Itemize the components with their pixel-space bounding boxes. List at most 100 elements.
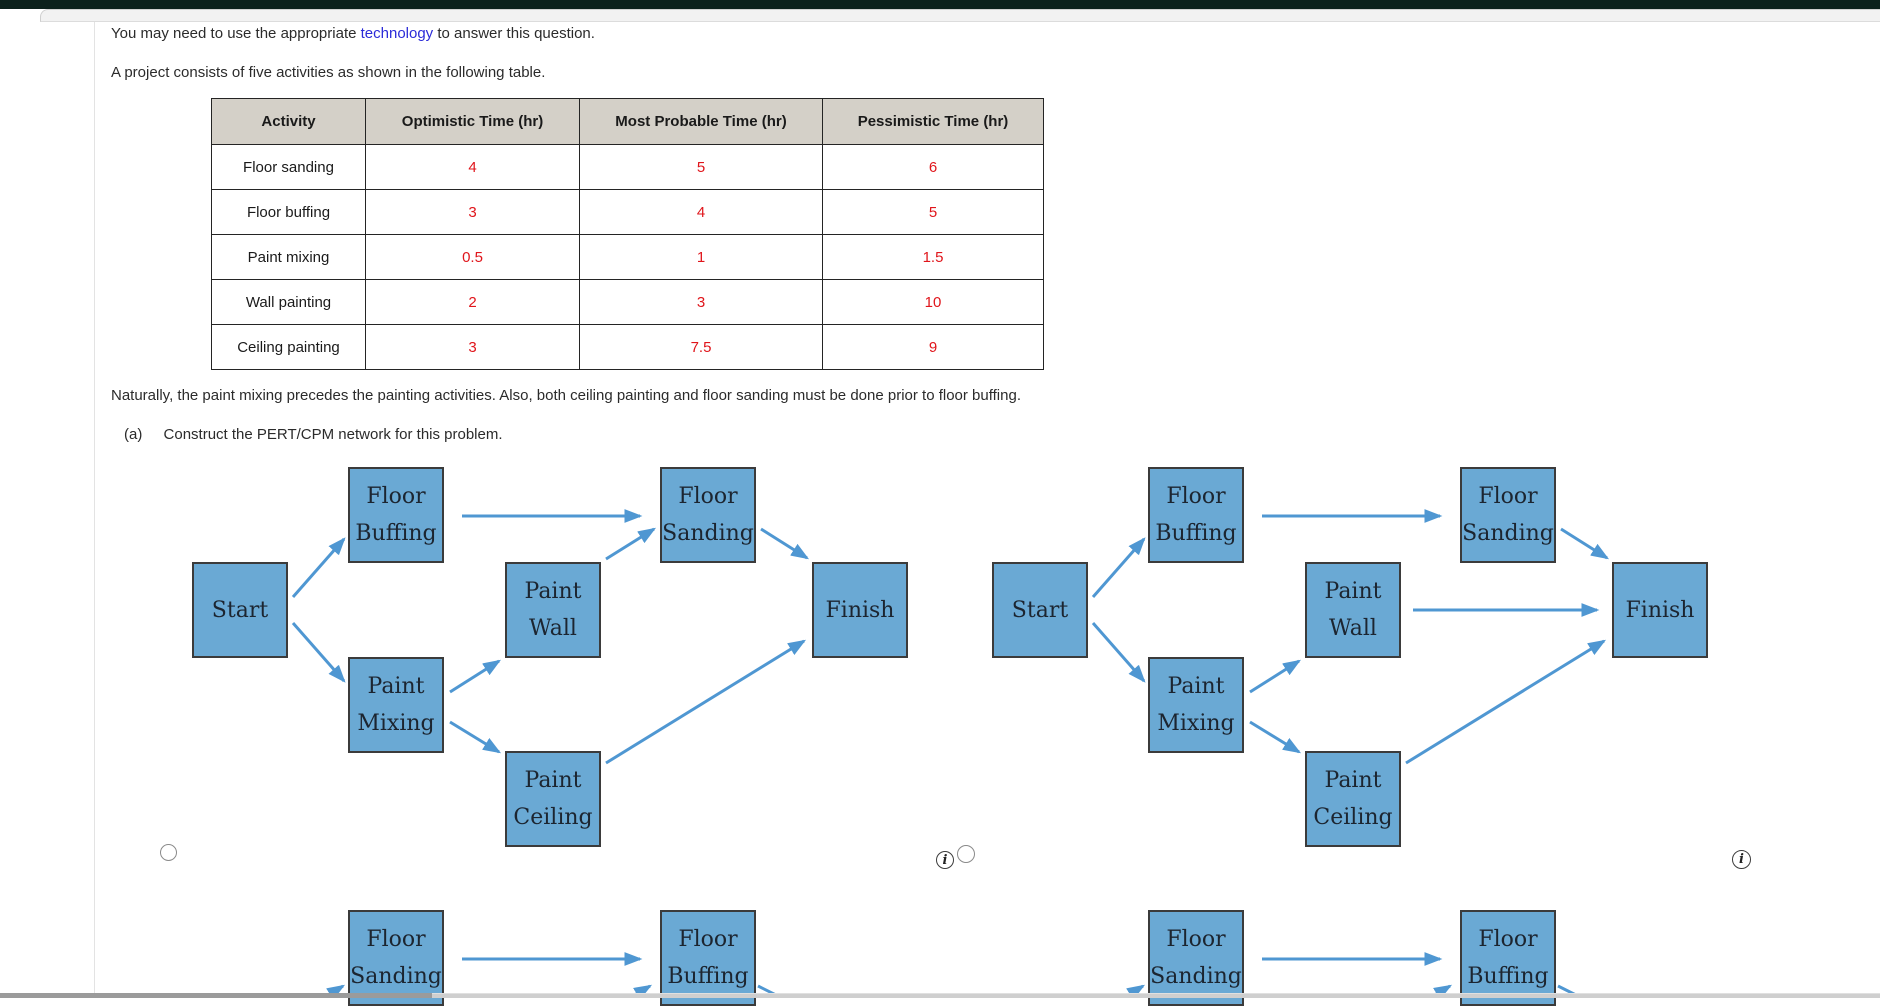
table-row: Floor sanding 4 5 6	[211, 144, 1044, 190]
node-finish: Finish	[1612, 562, 1708, 658]
node-label: Paint	[1324, 768, 1382, 793]
table-row: Wall painting 2 3 10	[211, 279, 1044, 325]
node-floor-sanding: Floor Sanding	[1148, 910, 1244, 1006]
node-floor-sanding: Floor Sanding	[1460, 467, 1556, 563]
node-label: Ceiling	[513, 805, 593, 830]
node-label: Sanding	[1150, 964, 1242, 989]
part-a-label: (a)	[124, 426, 143, 443]
node-label: Finish	[1625, 597, 1695, 623]
node-label: Mixing	[1157, 711, 1235, 736]
node-paint-mixing: Paint Mixing	[1148, 657, 1244, 753]
pessimistic-value: 9	[822, 324, 1044, 370]
optimistic-value: 2	[365, 279, 580, 325]
node-label: Start	[211, 597, 269, 623]
optimistic-value: 4	[365, 144, 580, 190]
info-icon-glyph: i	[1739, 852, 1744, 867]
node-paint-wall: Paint Wall	[1305, 562, 1401, 658]
node-label: Floor	[366, 484, 426, 509]
optimistic-value: 0.5	[365, 234, 580, 280]
node-label: Floor	[1166, 927, 1226, 952]
pessimistic-value: 1.5	[822, 234, 1044, 280]
node-label: Floor	[366, 927, 426, 952]
node-label: Sanding	[350, 964, 442, 989]
node-label: Buffing	[1467, 964, 1549, 989]
node-label: Floor	[1478, 927, 1538, 952]
node-label: Floor	[678, 484, 738, 509]
node-label: Sanding	[662, 521, 754, 546]
node-floor-buffing: Floor Buffing	[1148, 467, 1244, 563]
node-floor-buffing: Floor Buffing	[660, 910, 756, 1006]
part-a-text: Construct the PERT/CPM network for this …	[163, 426, 503, 443]
intro-line: You may need to use the appropriate tech…	[111, 25, 595, 42]
browser-top-bar	[0, 0, 1880, 9]
node-floor-sanding: Floor Sanding	[348, 910, 444, 1006]
col-header-optimistic: Optimistic Time (hr)	[365, 98, 580, 145]
node-start: Start	[992, 562, 1088, 658]
node-label: Floor	[678, 927, 738, 952]
optimistic-value: 3	[365, 324, 580, 370]
intro-text-post: to answer this question.	[433, 25, 595, 42]
node-label: Paint	[367, 674, 425, 699]
activity-name: Wall painting	[211, 279, 366, 325]
node-floor-sanding: Floor Sanding	[660, 467, 756, 563]
table-row: Ceiling painting 3 7.5 9	[211, 324, 1044, 370]
content-left-border	[94, 22, 95, 993]
info-icon-glyph: i	[942, 852, 948, 868]
node-finish: Finish	[812, 562, 908, 658]
most-probable-value: 5	[579, 144, 823, 190]
activity-name: Ceiling painting	[211, 324, 366, 370]
activity-name: Floor buffing	[211, 189, 366, 235]
node-label: Buffing	[355, 521, 437, 546]
option-a-radio[interactable]	[160, 844, 177, 861]
node-floor-buffing: Floor Buffing	[1460, 910, 1556, 1006]
node-label: Sanding	[1462, 521, 1554, 546]
node-label: Mixing	[357, 711, 435, 736]
node-start: Start	[192, 562, 288, 658]
horizontal-scrollbar-thumb[interactable]	[0, 993, 432, 998]
node-label: Start	[1011, 597, 1069, 623]
activity-table: Activity Optimistic Time (hr) Most Proba…	[211, 98, 1044, 370]
node-label: Ceiling	[1313, 805, 1393, 830]
node-paint-wall: Paint Wall	[505, 562, 601, 658]
activity-name: Floor sanding	[211, 144, 366, 190]
most-probable-value: 1	[579, 234, 823, 280]
most-probable-value: 3	[579, 279, 823, 325]
most-probable-value: 7.5	[579, 324, 823, 370]
node-label: Finish	[825, 597, 895, 623]
activity-name: Paint mixing	[211, 234, 366, 280]
info-icon[interactable]: i	[1732, 850, 1751, 869]
node-label: Buffing	[667, 964, 749, 989]
optimistic-value: 3	[365, 189, 580, 235]
node-label: Wall	[529, 616, 577, 641]
node-label: Paint	[1167, 674, 1225, 699]
node-label: Wall	[1329, 616, 1377, 641]
part-a-line: (a) Construct the PERT/CPM network for t…	[124, 426, 503, 443]
node-label: Paint	[524, 768, 582, 793]
table-row: Floor buffing 3 4 5	[211, 189, 1044, 235]
node-label: Buffing	[1155, 521, 1237, 546]
precedence-note: Naturally, the paint mixing precedes the…	[111, 387, 1021, 404]
technology-link[interactable]: technology	[360, 25, 434, 42]
node-paint-ceiling: Paint Ceiling	[1305, 751, 1401, 847]
node-paint-mixing: Paint Mixing	[348, 657, 444, 753]
most-probable-value: 4	[579, 189, 823, 235]
horizontal-scrollbar-track[interactable]	[0, 993, 1880, 998]
pessimistic-value: 10	[822, 279, 1044, 325]
col-header-activity: Activity	[211, 98, 366, 145]
project-line: A project consists of five activities as…	[111, 64, 546, 81]
table-row: Paint mixing 0.5 1 1.5	[211, 234, 1044, 280]
option-b-radio[interactable]	[957, 845, 975, 863]
node-label: Floor	[1166, 484, 1226, 509]
col-header-most-probable: Most Probable Time (hr)	[579, 98, 823, 145]
info-icon[interactable]: i	[936, 851, 954, 869]
node-label: Paint	[1324, 579, 1382, 604]
table-header-row: Activity Optimistic Time (hr) Most Proba…	[211, 98, 1044, 145]
node-label: Floor	[1478, 484, 1538, 509]
node-label: Paint	[524, 579, 582, 604]
intro-text-pre: You may need to use the appropriate	[111, 25, 361, 42]
question-panel-top	[40, 9, 1880, 22]
node-paint-ceiling: Paint Ceiling	[505, 751, 601, 847]
col-header-pessimistic: Pessimistic Time (hr)	[822, 98, 1044, 145]
pessimistic-value: 5	[822, 189, 1044, 235]
node-floor-buffing: Floor Buffing	[348, 467, 444, 563]
